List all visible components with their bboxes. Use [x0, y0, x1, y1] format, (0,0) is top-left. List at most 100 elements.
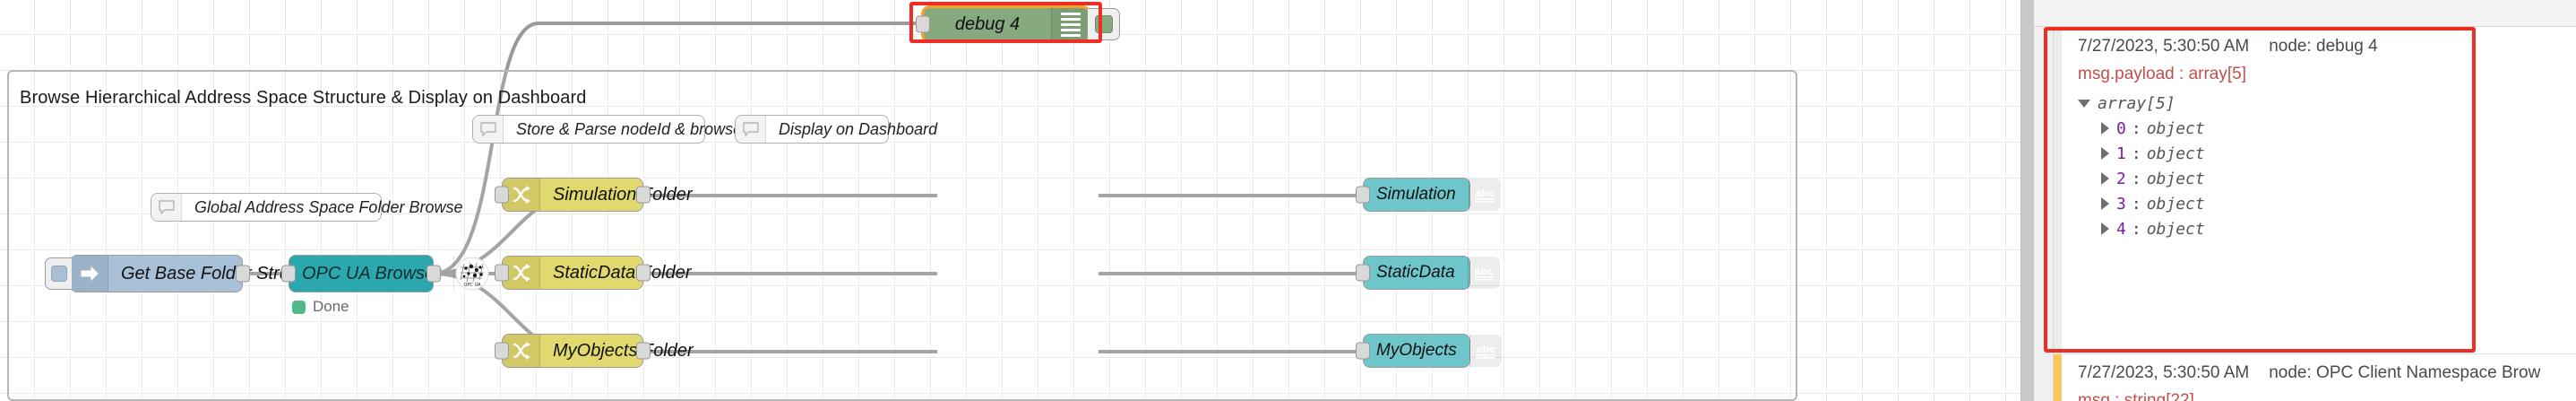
sidebar-top-strip	[2021, 0, 2576, 27]
node-input-port[interactable]	[495, 342, 509, 360]
tree-colon: :	[2131, 219, 2141, 239]
node-input-port[interactable]	[495, 186, 509, 204]
change-node-icon	[503, 257, 540, 289]
node-change-staticdata-folder[interactable]: StaticData Folder	[495, 256, 692, 290]
chevron-right-icon[interactable]	[2101, 197, 2109, 210]
debug-message-topic: msg : string[22]	[2078, 391, 2194, 401]
node-output-port[interactable]	[426, 265, 441, 283]
debug-message[interactable]: 7/27/2023, 5:30:50 AM node: OPC Client N…	[2054, 354, 2576, 401]
flow-group-title: Browse Hierarchical Address Space Struct…	[20, 88, 587, 108]
node-label: MyObjects Folder	[553, 340, 694, 361]
tree-item-value: object	[2146, 144, 2205, 163]
debug-message[interactable]: 7/27/2023, 5:30:50 AM node: debug 4 msg.…	[2054, 28, 2576, 354]
sidebar-scrollbar[interactable]	[2021, 0, 2034, 401]
node-uitext-staticdata[interactable]: StaticData abc	[1356, 256, 1500, 290]
debug-message-header: 7/27/2023, 5:30:50 AM node: OPC Client N…	[2078, 363, 2576, 383]
debug-timestamp: 7/27/2023, 5:30:50 AM	[2078, 37, 2250, 56]
node-comment-store-parse[interactable]: Store & Parse nodeId & browseName	[472, 115, 785, 144]
sidebar-gutter	[2034, 27, 2054, 401]
tree-colon: :	[2131, 144, 2141, 163]
node-output-port[interactable]	[236, 265, 250, 283]
inject-arrow-icon	[71, 256, 108, 292]
change-node-icon	[503, 179, 540, 211]
node-uitext-simulation[interactable]: Simulation abc	[1356, 178, 1501, 212]
node-input-port[interactable]	[281, 265, 296, 283]
debug-message-header: 7/27/2023, 5:30:50 AM node: debug 4	[2078, 37, 2576, 57]
node-label: Global Address Space Folder Browse	[194, 197, 463, 216]
node-input-port[interactable]	[916, 15, 930, 33]
status-label: Done	[313, 298, 349, 315]
chevron-right-icon[interactable]	[2101, 222, 2109, 235]
inject-trigger-button[interactable]	[45, 257, 72, 290]
chevron-down-icon[interactable]	[2078, 99, 2090, 108]
node-input-port[interactable]	[1356, 264, 1370, 282]
comment-icon	[151, 194, 182, 221]
flow-canvas[interactable]: Browse Hierarchical Address Space Struct…	[0, 0, 2020, 401]
debug-message-topic: msg.payload : array[5]	[2078, 65, 2246, 83]
svg-text:abc: abc	[1476, 344, 1495, 355]
debug-source-node: node: debug 4	[2269, 37, 2378, 56]
node-label: debug 4	[954, 13, 1021, 34]
chevron-right-icon[interactable]	[2101, 172, 2109, 185]
abc-icon: abc	[1468, 179, 1501, 211]
node-label: MyObjects	[1376, 341, 1457, 360]
node-opc-ua-browser[interactable]: OPC UA Browser OPC UA	[281, 255, 489, 292]
node-label: Display on Dashboard	[779, 119, 938, 138]
tree-item-key: 4	[2116, 219, 2126, 239]
svg-text:abc: abc	[1475, 187, 1495, 199]
node-output-port[interactable]	[636, 186, 650, 204]
node-inject-get-base-folder-structure[interactable]: Get Base Folder Structure1	[45, 255, 340, 292]
tree-item-row[interactable]: 1 : object	[2078, 144, 2576, 163]
chevron-right-icon[interactable]	[2101, 122, 2109, 135]
node-input-port[interactable]	[495, 264, 509, 282]
tree-item-row[interactable]: 2 : object	[2078, 169, 2576, 188]
node-label: Simulation Folder	[553, 184, 693, 205]
tree-item-value: object	[2146, 118, 2205, 138]
tree-item-row[interactable]: 3 : object	[2078, 194, 2576, 214]
node-label-text: Get Base Folder Structure	[121, 263, 330, 283]
debug-payload-tree[interactable]: array[5] 0 : object 1 : object	[2078, 93, 2576, 239]
tree-root-label: array[5]	[2098, 93, 2175, 113]
abc-icon: abc	[1467, 257, 1500, 289]
node-change-simulation-folder[interactable]: Simulation Folder	[495, 178, 693, 212]
debug-list-icon	[1051, 8, 1089, 40]
node-label: OPC UA Browser	[302, 263, 441, 283]
tree-item-row[interactable]: 4 : object	[2078, 219, 2576, 239]
debug-timestamp: 7/27/2023, 5:30:50 AM	[2078, 363, 2250, 382]
tree-colon: :	[2131, 118, 2141, 138]
opc-ua-icon: OPC UA	[452, 256, 491, 292]
node-label: StaticData Folder	[553, 262, 692, 283]
chevron-right-icon[interactable]	[2101, 147, 2109, 160]
node-label: Simulation	[1376, 185, 1456, 204]
node-label: Store & Parse nodeId & browseName	[516, 119, 786, 138]
svg-text:OPC UA: OPC UA	[464, 283, 482, 288]
debug-enable-icon[interactable]	[1088, 8, 1120, 40]
node-output-port[interactable]	[636, 342, 650, 360]
node-debug-4[interactable]: debug 4	[916, 5, 1120, 43]
tree-item-key: 2	[2116, 169, 2126, 188]
debug-source-node: node: OPC Client Namespace Brow	[2269, 363, 2541, 382]
tree-item-key: 3	[2116, 194, 2126, 214]
tree-item-value: object	[2146, 169, 2205, 188]
node-input-port[interactable]	[1356, 342, 1370, 360]
tree-item-value: object	[2146, 219, 2205, 239]
node-comment-global-address-space[interactable]: Global Address Space Folder Browse	[151, 193, 462, 222]
tree-colon: :	[2131, 194, 2141, 214]
node-status-opc-ua-browser: Done	[292, 298, 349, 316]
node-comment-display-dashboard[interactable]: Display on Dashboard	[735, 115, 937, 144]
change-node-icon	[503, 335, 540, 367]
node-label: StaticData	[1376, 263, 1455, 282]
status-dot-icon	[292, 300, 306, 314]
flow-group-box[interactable]	[7, 70, 1797, 401]
tree-root-row[interactable]: array[5]	[2078, 93, 2576, 113]
node-output-port[interactable]	[636, 264, 650, 282]
node-change-myobjects-folder[interactable]: MyObjects Folder	[495, 334, 694, 368]
node-uitext-myobjects[interactable]: MyObjects abc	[1356, 334, 1502, 368]
comment-icon	[736, 116, 766, 143]
debug-sidebar[interactable]: 7/27/2023, 5:30:50 AM node: debug 4 msg.…	[2020, 0, 2576, 401]
tree-colon: :	[2131, 169, 2141, 188]
node-input-port[interactable]	[1356, 186, 1370, 204]
tree-item-row[interactable]: 0 : object	[2078, 118, 2576, 138]
comment-icon	[473, 116, 504, 143]
